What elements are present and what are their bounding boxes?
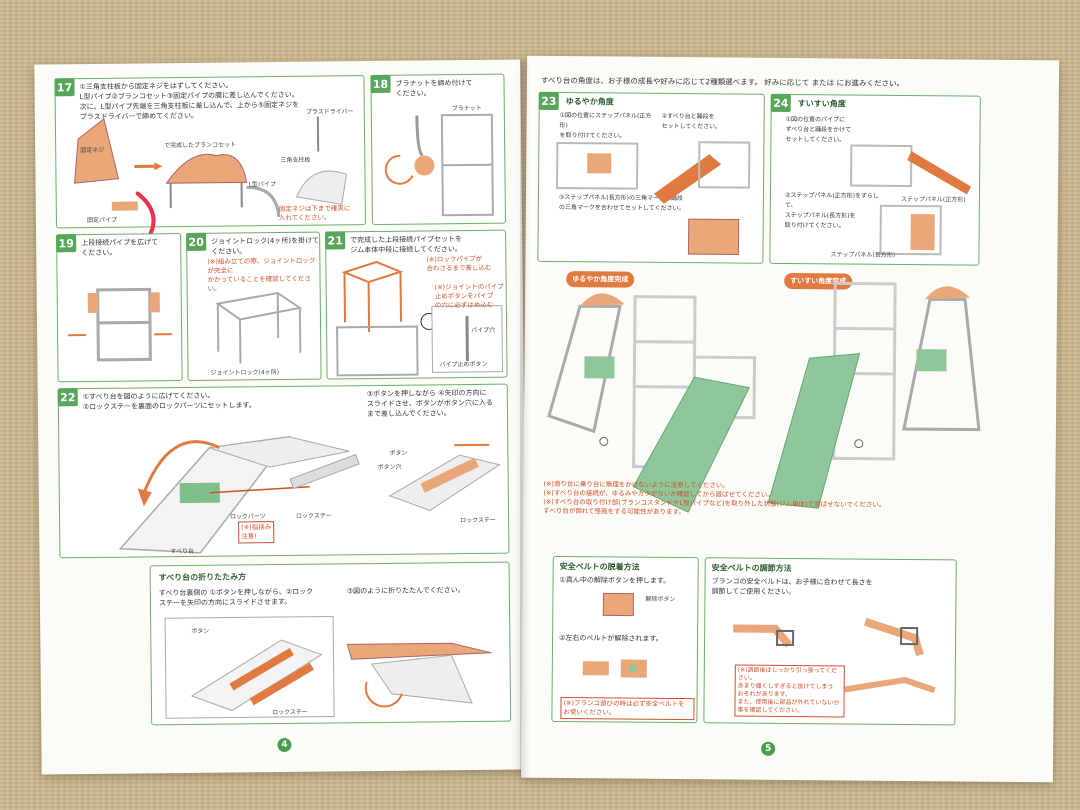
belt-release-illustration [582, 592, 647, 678]
step-22-panel: 22 ①すべり台を図のように広げてください。 ②ロックステーを裏面のロックパーツ… [57, 383, 510, 559]
step-21-note2: (※)ジョイントのパイプ 止めボタンをパイプ の穴に必ずはめ込む [434, 282, 504, 310]
label-screw: 固定ネジ [80, 146, 105, 155]
left-page: 17 ①三角支柱板から固定ネジをはずしてください。 L型パイプ②ブランコセット③… [34, 59, 528, 775]
label-lpipe: L型パイプ [248, 181, 276, 189]
label-button: ボタン [389, 449, 408, 457]
page-number-left: 4 [277, 737, 292, 753]
step-21-panel: 21 で完成した上段接続パイプセットを ジム本体中段に接続してください。 (※)… [325, 229, 508, 380]
label-nut: ブラナット [451, 104, 482, 113]
step-23-panel: 23 ゆるやか角度 ①図の位置にステップパネル(正方形) を取り付けてください。… [537, 91, 765, 288]
step-17-illustration [73, 116, 348, 218]
belt-adjust-panel: 安全ベルトの調節方法 ブランコの安全ベルトは、お子様に合わせて長さを 調節してご… [703, 557, 957, 726]
label-jointlock: ジョイントロック(4ヶ所) [210, 369, 280, 377]
step-24-panel: 24 すいすい角度 ①図の位置のパイプに すべり台と踊段をかけて セットしてくだ… [769, 93, 981, 290]
folding-section: すべり台の折りたたみ方 すべり台裏側の ①ボタンを押しながら、②ロック ステーを… [149, 561, 512, 726]
folding-illustration [164, 615, 492, 719]
step-20-panel: 20 ジョイントロック(4ヶ所)を掛けて ください。 (※)組み立ての際、ジョイ… [186, 231, 322, 381]
label-slide: すべり台 [170, 547, 195, 556]
label-lock-stay-2: ロックステー [460, 516, 496, 525]
caution-notes: (※)滑り台に乗り台に無理をかけないように注意してください。 (※)すべり台の接… [543, 479, 886, 517]
step-18-panel: 18 ブラナットを締め付けて ください。 ブラナット [370, 73, 506, 226]
page-fold-shadow [520, 60, 530, 778]
label-fold-stay: ロックステー [272, 708, 308, 717]
step-18-illustration [384, 113, 494, 217]
label-driver: プラスドライバー [305, 108, 354, 116]
label-lock-parts: ロックパーツ [230, 513, 266, 521]
step-21-note1: (※)ロックパイプが 合わさるまで差し込む [426, 254, 492, 273]
belt-release-panel: 安全ベルトの脱着方法 ①真ん中の解除ボタンを押します。 解除ボタン ②左右のベル… [551, 555, 699, 724]
step-23-illustration [555, 141, 751, 256]
step-17-note: 固定ネジは下まで確実に 入れてください。 [278, 204, 351, 223]
step-17-panel: 17 ①三角支柱板から固定ネジをはずしてください。 L型パイプ②ブランコセット③… [54, 75, 366, 229]
belt-release-note: (※)ブランコ遊びの時は必ず安全ベルトを お使いください。 [560, 697, 695, 721]
label-tri: 三角支柱板 [280, 156, 311, 164]
label-set: で完成したブランコセット [164, 141, 237, 150]
label-fold-button: ボタン [191, 627, 210, 635]
label-lock-stay: ロックステー [296, 512, 332, 520]
step-24-illustration [850, 144, 972, 256]
smooth-playset [767, 281, 981, 509]
step-21-illustration [336, 260, 504, 377]
label-pipe-button: パイプ止めボタン [439, 360, 488, 369]
page-number-right: 5 [761, 741, 776, 756]
step-22-warning: (※)指挟み 注意! [238, 521, 275, 544]
playset-illustrations [547, 281, 981, 513]
belt-adjust-illustration [733, 617, 936, 694]
step-19-illustration [68, 287, 173, 362]
gentle-playset [547, 293, 757, 513]
label-button-hole: ボタン穴 [377, 463, 402, 471]
step-22-illustration [118, 435, 501, 554]
label-pipe-hole: パイプ穴 [471, 326, 496, 335]
belt-adjust-note: (※)調節後はしっかり引っ張ってください。 あまり緩くしすぎると抜けてしまう お… [734, 664, 845, 718]
right-page: すべり台の角度は、お子様の成長や好みに応じて2種類選べます。 好みに応じて また… [520, 55, 1060, 783]
step-19-panel: 19 上段接続パイプを広げて ください。 [56, 233, 183, 383]
step-20-illustration [215, 291, 303, 364]
